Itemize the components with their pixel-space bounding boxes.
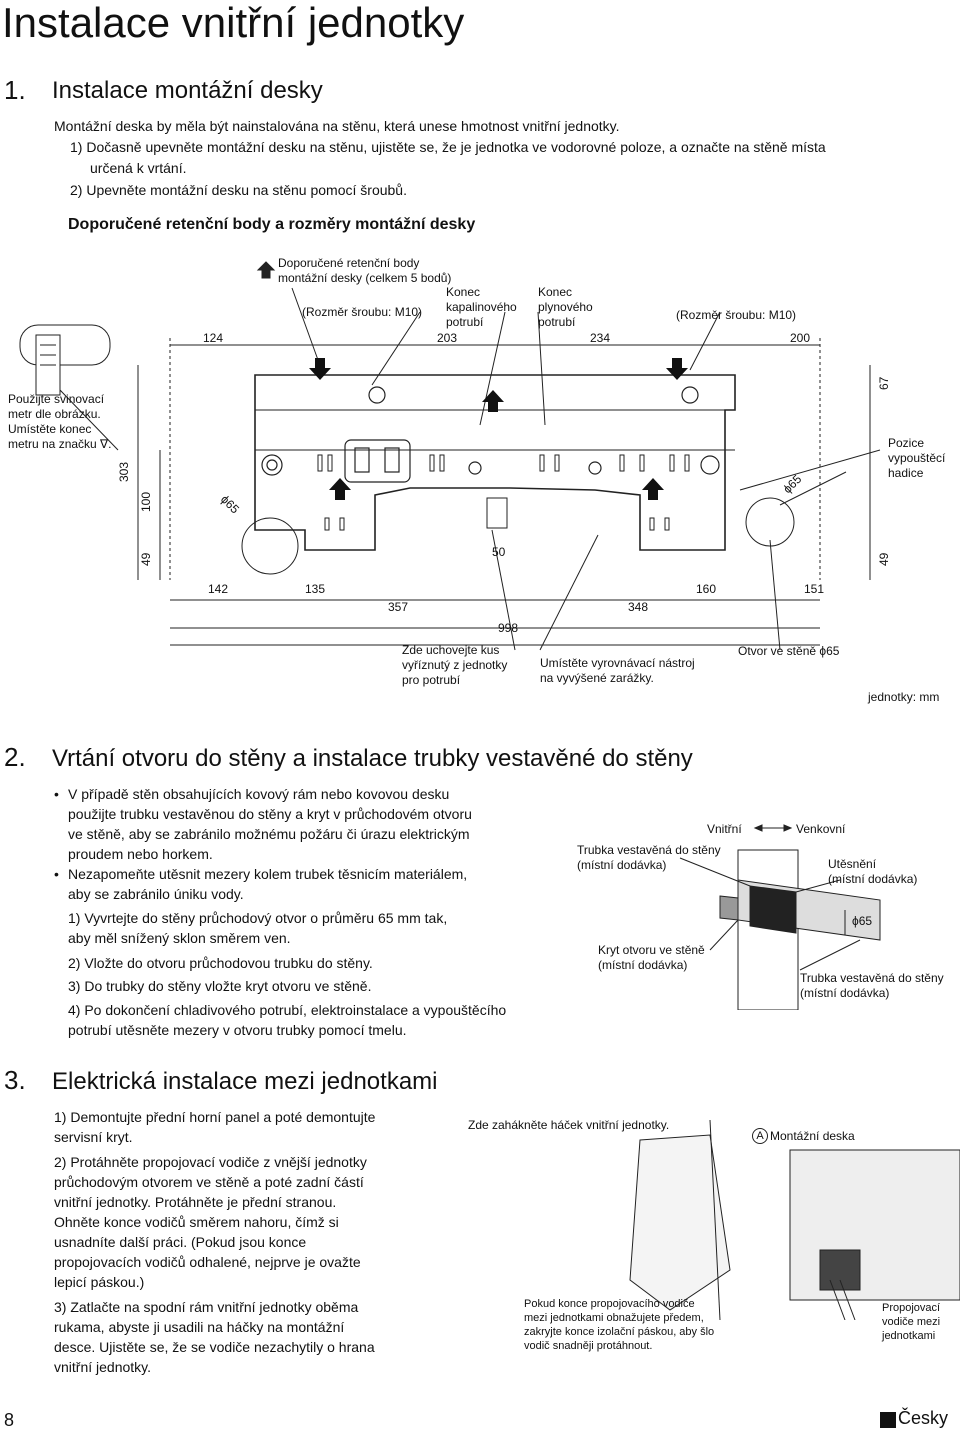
label-screw-right: (Rozměr šroubu: M10) — [676, 308, 797, 322]
label-gas-end: Konec plynového potrubí — [538, 285, 593, 329]
section-1-intro: Montážní deska by měla být nainstalována… — [54, 118, 620, 134]
label-seal: Utěsnění (místní dodávka) — [828, 857, 918, 886]
dim-50: 50 — [492, 545, 506, 559]
dim-357: 357 — [388, 600, 408, 614]
dim-998: 998 — [498, 621, 518, 635]
section-3-step-2: 2) Protáhněte propojovací vodiče z vnějš… — [54, 1154, 367, 1290]
label-inside: Vnitřní — [707, 822, 742, 836]
section-2-step-1: 1) Vyvrtejte do stěny průchodový otvor o… — [68, 910, 448, 946]
dim-49-right: 49 — [877, 552, 891, 566]
label-cover: Kryt otvoru ve stěně (místní dodávka) — [598, 943, 705, 972]
mark-a: A — [752, 1128, 768, 1144]
label-tape-note: Použijte svinovací metr dle obrázku. Umí… — [8, 392, 112, 451]
section-2-step-2: 2) Vložte do otvoru průchodovou trubku d… — [68, 955, 373, 971]
language-label: Česky — [898, 1408, 949, 1428]
label-drain-position: Pozice vypouštěcí hadice — [888, 436, 946, 480]
mounting-plate-diagram: 124 203 234 200 67 303 100 49 49 ϕ65 ϕ65… — [19, 261, 891, 651]
label-screw-left: (Rozměr šroubu: M10) — [302, 305, 423, 319]
dim-160: 160 — [696, 582, 716, 596]
dim-303: 303 — [117, 462, 131, 482]
dim-348: 348 — [628, 600, 648, 614]
section-3-number: 3. — [4, 1065, 26, 1095]
section-3-step-3: 3) Zatlačte na spodní rám vnitřní jednot… — [54, 1299, 375, 1375]
unit-install-illustration — [629, 1120, 960, 1320]
label-conn-wires: Propojovací vodiče mezi jednotkami — [882, 1302, 941, 1342]
phi65-left: ϕ65 — [218, 492, 242, 516]
language-marker-icon — [880, 1412, 896, 1428]
section-3-step-1: 1) Demontujte přední horní panel a poté … — [54, 1109, 376, 1145]
label-wall-pipe-b: Trubka vestavěná do stěny (místní dodávk… — [800, 971, 944, 1000]
section-2-step-3: 3) Do trubky do stěny vložte kryt otvoru… — [68, 978, 372, 994]
label-rec-points: Doporučené retenční body montážní desky … — [278, 256, 452, 285]
dim-151: 151 — [804, 582, 824, 596]
label-wires-note: Pokud konce propojovacího vodiče mezi je… — [524, 1298, 715, 1352]
diagram-1-subtitle: Doporučené retenční body a rozměry montá… — [68, 216, 476, 233]
label-units: jednotky: mm — [868, 690, 940, 704]
page-number: 8 — [4, 1410, 15, 1430]
section-1-step-1: 1) Dočasně upevněte montážní desku na st… — [70, 139, 826, 155]
phi65-right: ϕ65 — [780, 472, 804, 496]
dim-203: 203 — [437, 331, 457, 345]
section-1-title: Instalace montážní desky — [52, 77, 323, 104]
section-2-number: 2. — [4, 742, 26, 772]
section-2-step-4: 4) Po dokončení chladivového potrubí, el… — [68, 1002, 507, 1038]
dim-100: 100 — [139, 492, 153, 512]
section-1-step-1-cont: určená k vrtání. — [90, 160, 187, 176]
label-liquid-end: Konec kapalinového potrubí — [446, 285, 517, 329]
section-2-bullet-2: Nezapomeňte utěsnit mezery kolem trubek … — [54, 864, 568, 904]
section-3-title: Elektrická instalace mezi jednotkami — [52, 1068, 438, 1095]
label-phi65: ϕ65 — [852, 914, 873, 928]
dim-142: 142 — [208, 582, 228, 596]
section-2-bullet-1: V případě stěn obsahujících kovový rám n… — [54, 784, 568, 864]
label-level-tool: Umístěte vyrovnávací nástroj na vyvýšené… — [540, 656, 695, 685]
label-wall-pipe-a: Trubka vestavěná do stěny (místní dodávk… — [577, 843, 721, 872]
dim-135: 135 — [305, 582, 325, 596]
dim-49-left: 49 — [139, 552, 153, 566]
page-title: Instalace vnitřní jednotky — [2, 0, 465, 46]
section-2-title: Vrtání otvoru do stěny a instalace trubk… — [52, 745, 693, 772]
wall-pipe-diagram — [679, 824, 881, 1010]
dim-124: 124 — [203, 331, 223, 345]
dim-67: 67 — [877, 376, 891, 390]
label-keep-piece: Zde uchovejte kus vyříznutý z jednotky p… — [402, 643, 508, 687]
tape-measure-icon — [19, 324, 111, 366]
label-wall-hole: Otvor ve stěně ϕ65 — [738, 644, 840, 658]
section-1-step-2: 2) Upevněte montážní desku na stěnu pomo… — [70, 182, 407, 198]
dim-234: 234 — [590, 331, 610, 345]
label-mounting-plate: Montážní deska — [770, 1129, 855, 1143]
dim-200: 200 — [790, 331, 810, 345]
label-outside: Venkovní — [796, 822, 846, 836]
label-hook-here: Zde zahákněte háček vnitřní jednotky. — [468, 1118, 670, 1132]
section-1-number: 1. — [4, 75, 26, 105]
